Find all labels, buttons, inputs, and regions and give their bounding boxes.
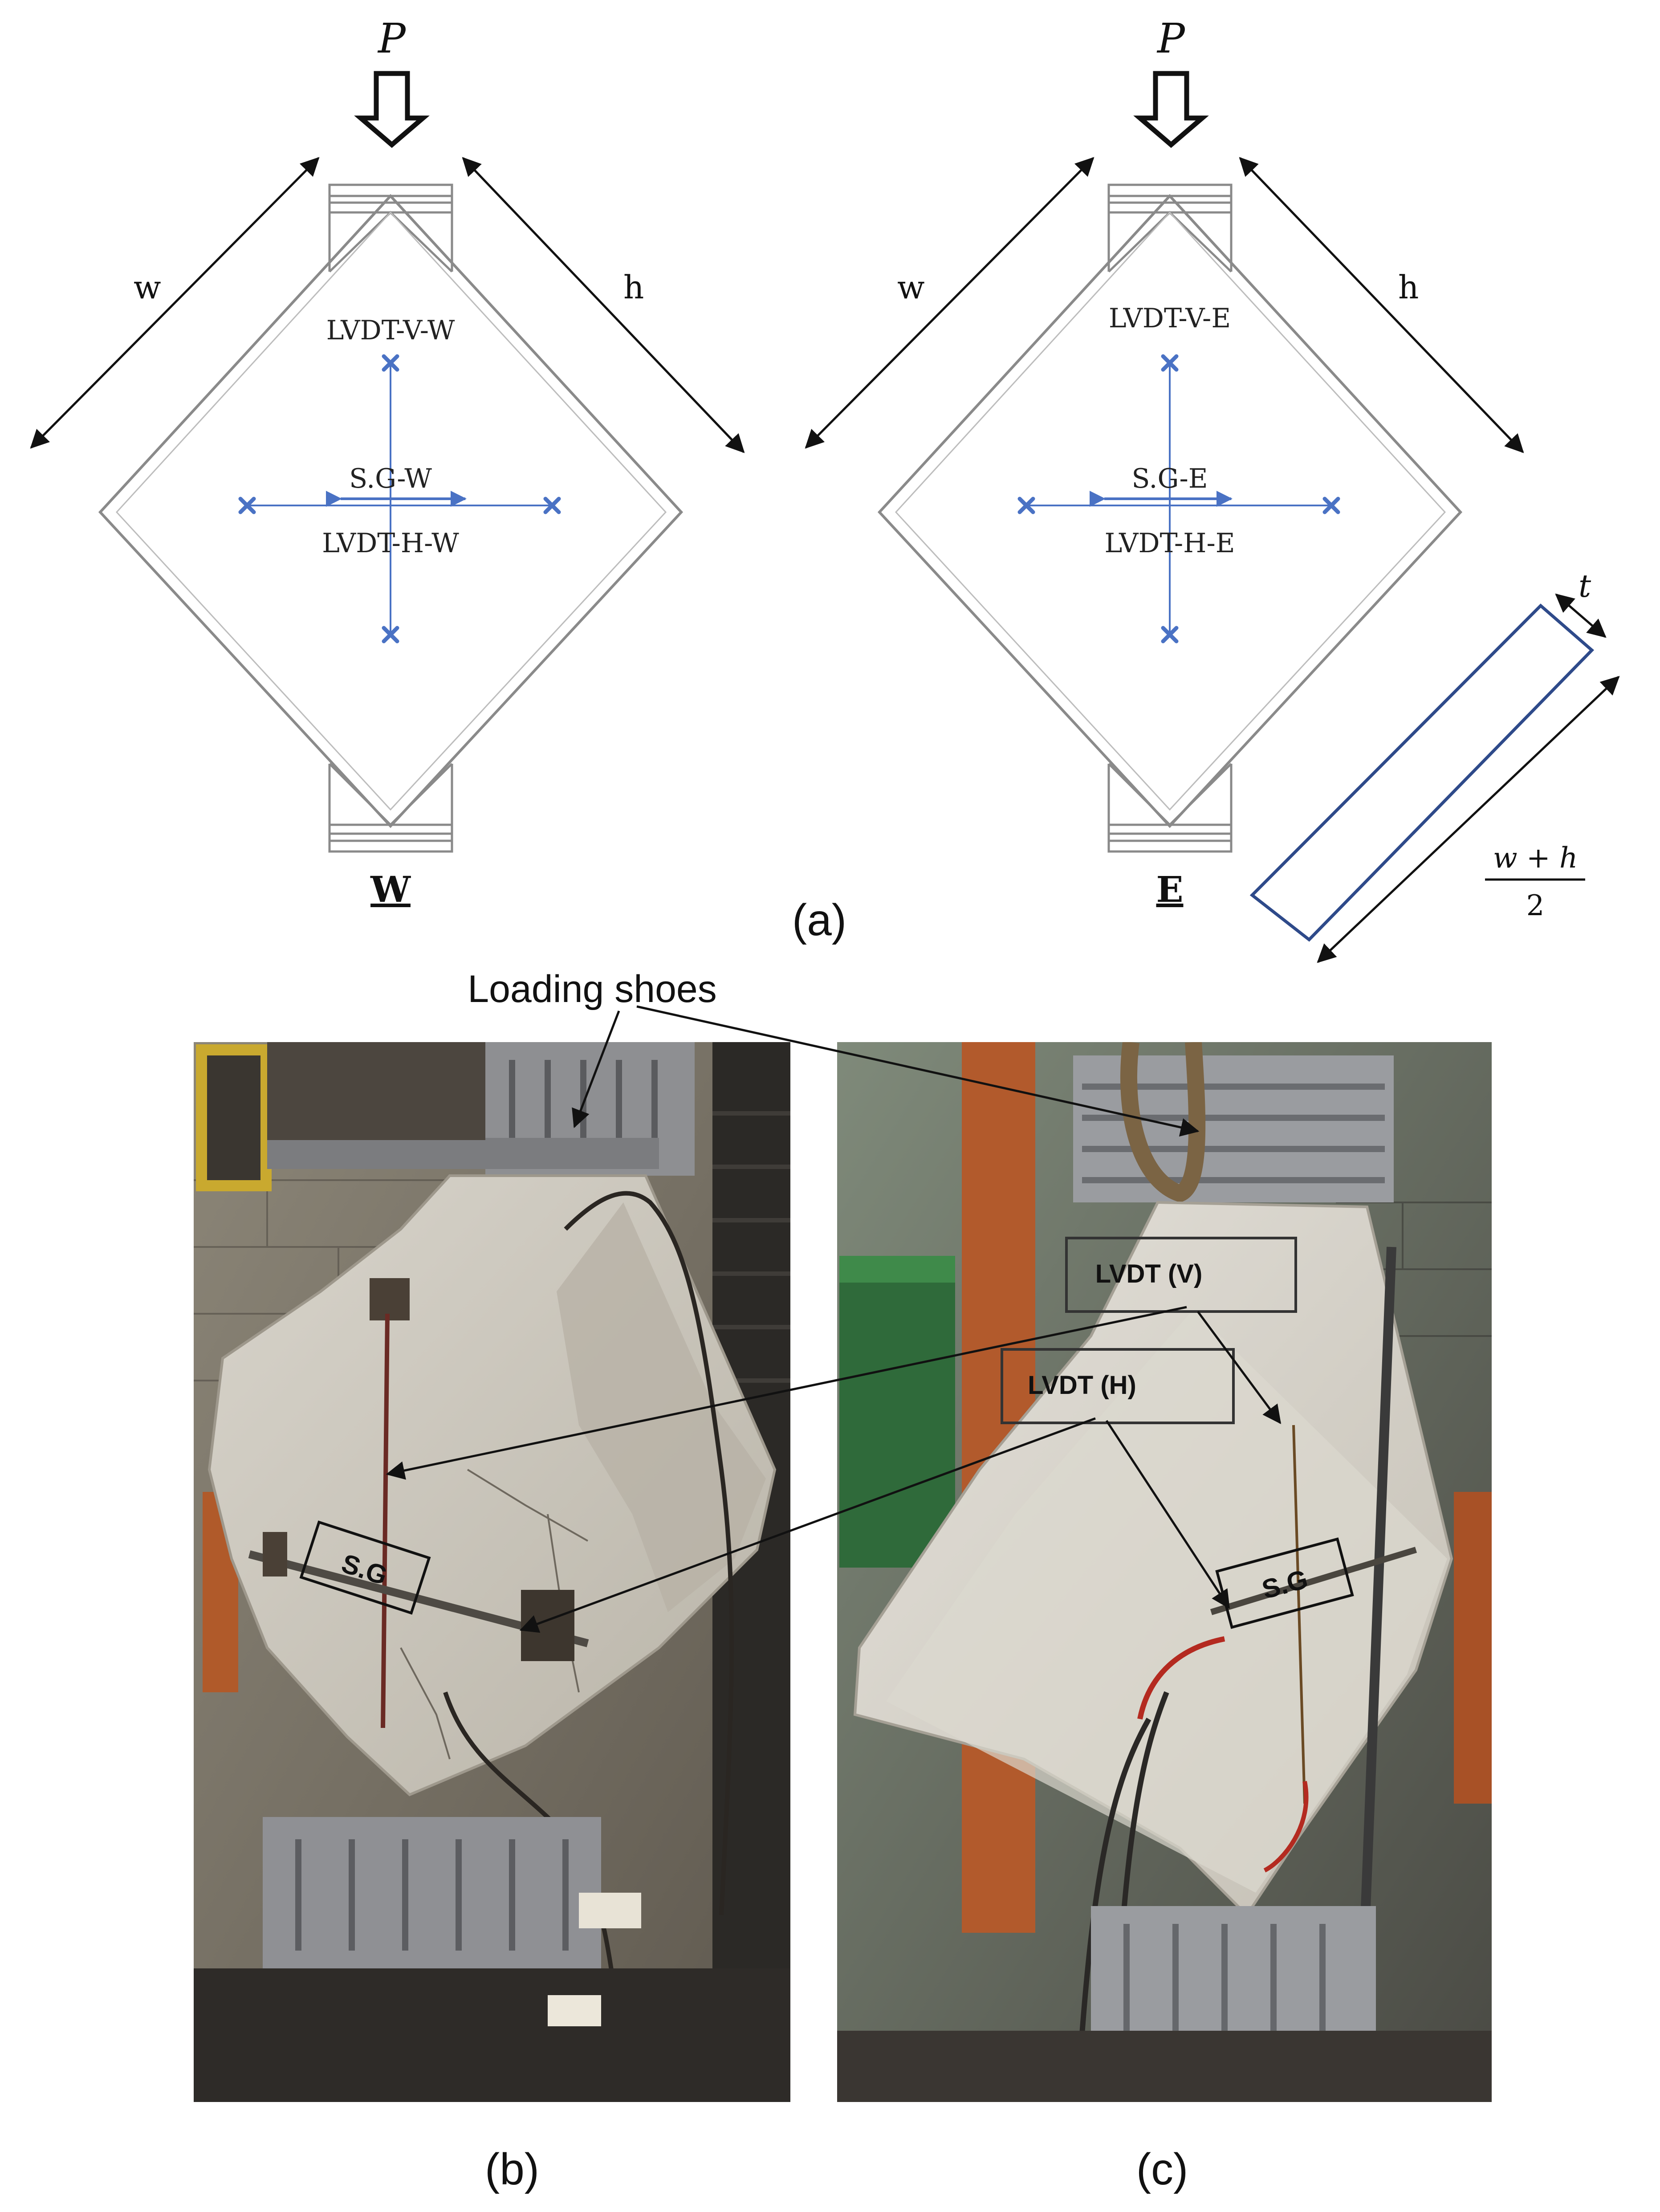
- lvdt-v-pointer-photo-b: [386, 1306, 1187, 1480]
- lvdt-rod-vertical-b: [381, 1313, 390, 1728]
- crushed-edge-b: [557, 1202, 766, 1612]
- loading-shoes-label: Loading shoes: [468, 968, 716, 1010]
- red-wire-c2: [1263, 1781, 1309, 1873]
- paper-tag-b2: [548, 1995, 601, 2026]
- annotations: Loading shoes: [386, 968, 1282, 1633]
- specimen-name-e: E: [1156, 868, 1184, 910]
- window-glass: [207, 1055, 260, 1180]
- panel-a-caption: (a): [792, 895, 846, 945]
- specimen-e-drawing: P w h: [805, 15, 1524, 910]
- lvdt-rod-vertical-c: [1292, 1425, 1306, 1804]
- strain-gauge-label-w: S.G-W: [349, 463, 432, 494]
- lvdt-h-pointer-photo-b: [519, 1417, 1096, 1633]
- anchor-block-top-b: [370, 1278, 410, 1320]
- panel-b-photo: S.G: [194, 1042, 790, 2102]
- paper-tag-b: [579, 1893, 641, 1928]
- dark-beam-b: [267, 1042, 485, 1140]
- lvdt-anchor-icon: [238, 354, 561, 644]
- lvdt-v-pointer-photo-c: [1196, 1311, 1282, 1424]
- lvdt-vertical-label-e: LVDT-V-E: [1109, 303, 1231, 334]
- bottom-shoe-c: [1091, 1906, 1376, 2040]
- red-wire-c: [1137, 1636, 1225, 1720]
- loading-shoes-arrow-c: [636, 1005, 1200, 1137]
- panel-b-caption: (b): [485, 2144, 539, 2194]
- strain-gauge-label-e: S.G-E: [1131, 463, 1208, 494]
- green-machine-top: [839, 1256, 955, 1283]
- height-dimension-arrow-w: [462, 157, 745, 453]
- bottom-shoe-b: [263, 1817, 601, 1968]
- floor-b: [194, 1968, 790, 2102]
- anchor-block-right-b: [521, 1590, 574, 1661]
- height-dimension-arrow-e: [1239, 157, 1524, 453]
- height-label-e: h: [1398, 269, 1419, 306]
- bottom-loading-shoe-e: [1107, 763, 1233, 853]
- lvdt-rod-horizontal-c: [1210, 1547, 1417, 1615]
- corrugation: [712, 1111, 790, 1383]
- green-machine: [839, 1256, 955, 1568]
- anchor-block-left-b: [263, 1532, 287, 1577]
- lvdt-h-callout-box: [1001, 1348, 1235, 1424]
- panel-c-caption: (c): [1136, 2144, 1188, 2194]
- specimen-name-w: W: [370, 868, 411, 910]
- bottom-shoe-ribs-c: [1123, 1924, 1326, 2031]
- thickness-dimension-arrow: [1555, 593, 1607, 638]
- bottom-loading-shoe-w: [328, 763, 453, 853]
- lvdt-horizontal-label-e: LVDT-H-E: [1104, 528, 1235, 559]
- length-dimension-arrow: [1317, 676, 1620, 963]
- thickness-label: t: [1579, 568, 1591, 604]
- lvdt-h-pointer-photo-c: [1105, 1420, 1230, 1609]
- bottom-shoe-ribs-b: [295, 1839, 569, 1951]
- orange-pipe-right: [1454, 1492, 1492, 1804]
- floor-c: [837, 2031, 1492, 2102]
- rope: [1120, 1042, 1206, 1203]
- load-symbol-w: P: [377, 15, 407, 62]
- panel-a-diagram: P: [30, 15, 1620, 963]
- width-dimension-arrow-e: [805, 157, 1094, 449]
- lvdt-h-label-c: LVDT (H): [1028, 1371, 1136, 1400]
- panel-c-photo: LVDT (V) LVDT (H) S.G: [837, 1042, 1492, 2102]
- height-label-w: h: [623, 269, 644, 306]
- length-denominator: 2: [1526, 889, 1545, 922]
- lvdt-v-label-c: LVDT (V): [1095, 1259, 1203, 1288]
- width-label-w: w: [134, 269, 161, 306]
- lvdt-v-callout-box: [1065, 1237, 1297, 1313]
- lvdt-anchor-icon: [1017, 354, 1340, 644]
- specimen-face-c: [886, 1309, 1447, 1893]
- loading-shoes-arrow-b: [572, 1010, 620, 1128]
- length-numerator: w + h: [1493, 842, 1578, 875]
- load-arrow-e: [1133, 71, 1209, 148]
- specimen-w-drawing: P: [30, 15, 745, 910]
- load-arrow-w: [354, 71, 430, 148]
- equivalent-strut-section: t w + h 2: [1249, 568, 1620, 963]
- lvdt-vertical-label-w: LVDT-V-W: [326, 315, 455, 346]
- lvdt-horizontal-label-w: LVDT-H-W: [322, 528, 459, 559]
- load-symbol-e: P: [1156, 15, 1186, 62]
- shoe-base-plate-b: [267, 1138, 659, 1169]
- width-label-e: w: [897, 269, 925, 306]
- width-dimension-arrow-w: [30, 157, 320, 449]
